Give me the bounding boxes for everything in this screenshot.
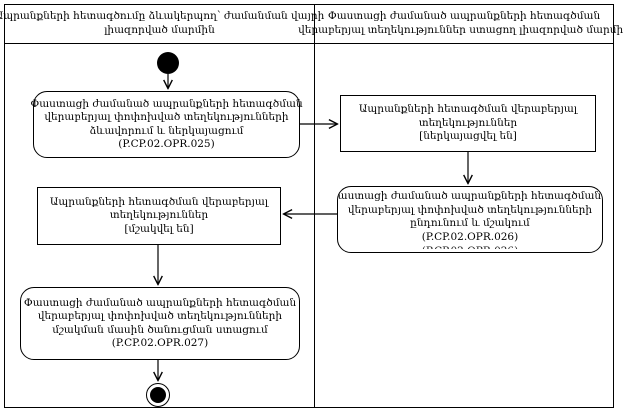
state-submitted-status: [ներկայացվել են]: [419, 130, 517, 143]
lane-header-left-line2: լիազորված մարմին: [104, 23, 215, 36]
activity-026-line1: Փաստացի ժամանած ապրանքների հետագծման ց: [337, 190, 603, 202]
activity-027-line2: վերաբերյալ փոփոխված տեղեկությունների: [37, 310, 283, 322]
state-submitted-line1: Ապրանքների հետագծման վերաբերյալ: [358, 103, 578, 116]
activity-box-025: Փաստացի ժամանած ապրանքների հետագծման վեր…: [30, 91, 303, 158]
activity-027-line1: Փաստացի ժամանած ապրանքների հետագծման: [23, 296, 297, 309]
lane-header-right-line2: վերաբերյալ տեղեկություններ ստացող լիազոր…: [298, 23, 623, 36]
activity-026-line2: վերաբերյալ փոփոխված տեղեկությունների: [347, 203, 593, 216]
activity-025-line3: ձևավորում և ներկայացում: [89, 124, 244, 137]
lane-header-left: Ապրանքների հետագծումը ձևակերպող՝ ժամանմա…: [0, 4, 324, 44]
state-box-submitted: Ապրանքների հետագծման վերաբերյալ տեղեկութ…: [340, 95, 596, 152]
activity-025-line1: Փաստացի ժամանած ապրանքների հետագծման: [30, 97, 303, 110]
activity-box-026: Փաստացի ժամանած ապրանքների հետագծման ց վ…: [337, 186, 603, 253]
state-submitted-line2: տեղեկություններ: [418, 116, 518, 129]
lane-header-right-line1: Փաստացի ժամանած ապրանքների հետագծման: [327, 10, 601, 22]
final-node-dot: [150, 387, 166, 403]
initial-node: [157, 52, 179, 74]
swimlane-divider: [314, 4, 315, 408]
activity-box-027: Փաստացի ժամանած ապրանքների հետագծման վեր…: [20, 287, 300, 360]
activity-027-line3: մշակման մասին ծանուցման ստացում: [52, 323, 268, 336]
state-processed-line2: տեղեկություններ: [109, 209, 209, 222]
activity-026-code: (P.CP.02.OPR.026): [421, 230, 519, 243]
lane-header-right: Փաստացի ժամանած ապրանքների հետագծման վեր…: [298, 4, 623, 44]
activity-025-line2: վերաբերյալ փոփոխված տեղեկությունների: [44, 111, 289, 123]
final-node: [146, 383, 170, 407]
activity-026-clipped-text: (P.CP.02.OPR.026): [422, 245, 518, 249]
activity-026-line3: ընդունում և մշակում: [410, 217, 530, 229]
state-processed-status: [մշակվել են]: [124, 222, 194, 235]
state-box-processed: Ապրանքների հետագծման վերաբերյալ տեղեկութ…: [37, 187, 281, 245]
activity-027-code: (P.CP.02.OPR.027): [111, 337, 209, 349]
activity-025-code: (P.CP.02.OPR.025): [118, 138, 215, 150]
state-processed-line1: Ապրանքների հետագծման վերաբերյալ: [49, 195, 269, 208]
diagram-frame: [4, 4, 614, 408]
lane-header-left-line1: Ապրանքների հետագծումը ձևակերպող՝ ժամանմա…: [0, 10, 325, 22]
